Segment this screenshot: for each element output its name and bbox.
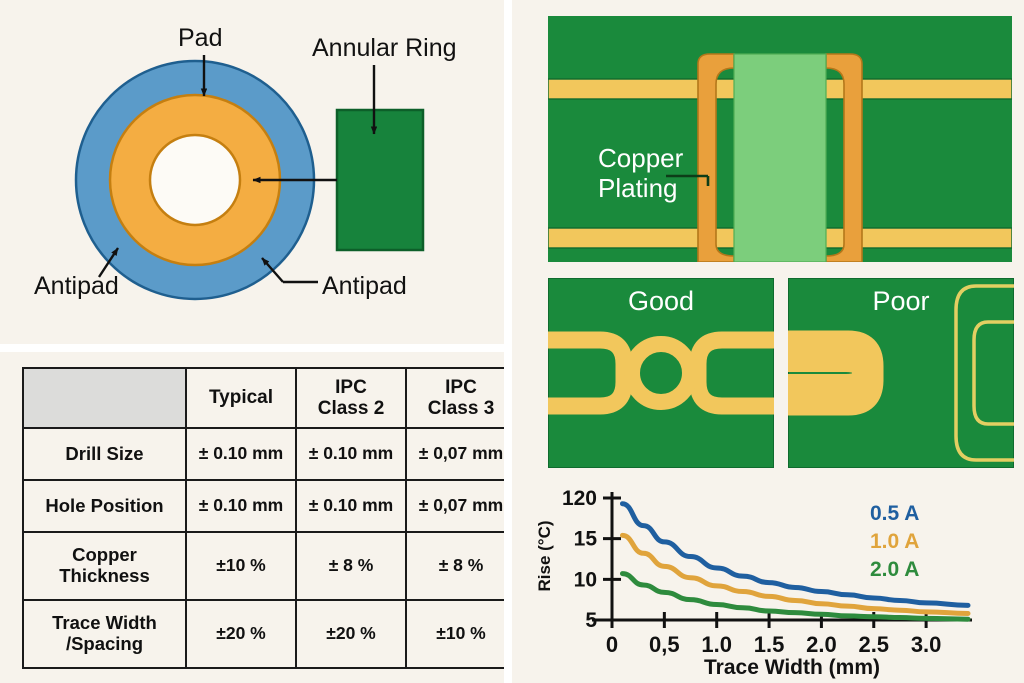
cell-drill-size-class3: ± 0,07 mm: [405, 427, 504, 481]
table-row: Hole Position ± 0.10 mm ± 0.10 mm ± 0,07…: [22, 479, 504, 533]
chart-x-tick-label: 0: [606, 632, 618, 657]
table-row: Trace Width /Spacing ±20 % ±20 % ±10 %: [22, 599, 504, 669]
row-label-trace-width-spacing-line1: Trace Width: [52, 612, 157, 634]
chart-x-ticks: 0 0,5 1.0 1.5 2.0 2.5 3.0: [606, 612, 942, 657]
chart-series-line-0: [619, 501, 971, 608]
good-example-panel: Good: [548, 278, 774, 468]
tolerance-table: Typical IPC Class 2 IPC Class 3 Drill Si…: [22, 367, 504, 669]
table-row: Drill Size ± 0.10 mm ± 0.10 mm ± 0,07 mm: [22, 427, 504, 481]
antipad-right-label: Antipad: [322, 272, 407, 300]
good-example-diagram: [548, 278, 774, 468]
chart-x-tick-label: 2.5: [858, 632, 889, 657]
row-label-copper-thickness: Copper Thickness: [22, 531, 187, 601]
row-label-trace-width-spacing-line2: /Spacing: [65, 633, 144, 654]
column-header-ipc-class-2-line1: IPC: [335, 376, 367, 398]
row-label-hole-position-line1: Hole Position: [45, 494, 164, 516]
cell-copper-thickness-class2: ± 8 %: [295, 531, 407, 601]
copper-plating-label-line2: Plating: [598, 172, 678, 203]
antipad-right-arrow: [261, 257, 284, 283]
column-header-ipc-class-3-line2: Class 3: [427, 398, 495, 419]
cross-section-diagram: [548, 16, 1012, 262]
pad-label: Pad: [178, 24, 223, 52]
teardrop-comparison: Good Poor: [548, 278, 1024, 474]
row-label-hole-position: Hole Position: [22, 479, 187, 533]
chart-series-line-2: [619, 571, 971, 622]
chart-y-tick-label: 120: [562, 487, 597, 510]
poor-substrate: [788, 278, 1014, 468]
copper-plating-left-wall: [697, 53, 735, 262]
column-header-ipc-class-3: IPC Class 3: [405, 367, 504, 429]
copper-plating-cross-section: Copper Plating: [548, 16, 1012, 262]
column-header-typical-line1: Typical: [208, 387, 274, 409]
column-header-ipc-class-3-line1: IPC: [445, 376, 477, 398]
table-row: Copper Thickness ±10 % ± 8 % ± 8 %: [22, 531, 504, 601]
cell-copper-thickness-typical: ±10 %: [185, 531, 297, 601]
cell-trace-width-class2: ±20 %: [295, 599, 407, 669]
chart-x-tick-label: 1.5: [754, 632, 785, 657]
via-anatomy-diagram: [74, 55, 425, 301]
tolerance-table-panel: Typical IPC Class 2 IPC Class 3 Drill Si…: [0, 352, 504, 683]
poor-trace-right-thin-outer: [954, 284, 1014, 462]
cell-drill-size-class2: ± 0.10 mm: [295, 427, 407, 481]
antipad-left-label: Antipad: [34, 272, 119, 300]
row-label-copper-thickness-line1: Copper: [72, 544, 137, 566]
table-header-row: Typical IPC Class 2 IPC Class 3: [22, 367, 504, 429]
table-corner-cell: [22, 367, 187, 429]
annular-ring-label: Annular Ring: [312, 34, 457, 62]
via-anatomy-panel: Pad Annular Ring Antipad Antipad: [0, 0, 504, 344]
chart-y-tick-label: 5: [585, 609, 597, 632]
chart-y-ticks: 5 10 15 120: [562, 487, 621, 632]
cell-trace-width-class3: ±10 %: [405, 599, 504, 669]
drilled-hole-interior: [733, 53, 827, 262]
cell-hole-position-typical: ± 0.10 mm: [185, 479, 297, 533]
poor-example-diagram: [788, 278, 1014, 468]
good-via-annular-ring: [624, 336, 698, 410]
cell-trace-width-typical: ±20 %: [185, 599, 297, 669]
poor-merged-pad: [788, 344, 881, 402]
copper-plating-label-line1: Copper: [598, 143, 684, 173]
chart-y-tick-label: 15: [574, 528, 598, 551]
poor-trace-right-thin-inner: [972, 320, 1014, 426]
cell-hole-position-class2: ± 0.10 mm: [295, 479, 407, 533]
chart-x-axis-label: Trace Width (mm): [704, 656, 880, 679]
temperature-rise-chart: 5 10 15 120 0 0,5 1.0 1.5 2.0 2.5 3.0 Trace Width…: [520, 480, 1024, 683]
chart-legend-item-2: 2.0 A: [870, 558, 920, 581]
good-substrate: [548, 278, 774, 468]
chart-legend-item-0: 0.5 A: [870, 502, 920, 525]
column-header-ipc-class-2-line2: Class 2: [317, 398, 385, 419]
row-label-trace-width-spacing: Trace Width /Spacing: [22, 599, 187, 669]
poor-example-title: Poor: [872, 286, 930, 316]
cell-hole-position-class3: ± 0,07 mm: [405, 479, 504, 533]
copper-plating-right-wall: [825, 53, 863, 262]
cell-copper-thickness-class3: ± 8 %: [405, 531, 504, 601]
drill-hole-circle: [148, 133, 242, 227]
antipad-left-arrow: [97, 247, 120, 278]
temperature-rise-chart-svg: 5 10 15 120 0 0,5 1.0 1.5 2.0 2.5 3.0 Trace Width…: [535, 487, 972, 679]
row-label-drill-size: Drill Size: [22, 427, 187, 481]
annular-ring-rect: [335, 108, 425, 252]
row-label-drill-size-line1: Drill Size: [65, 442, 144, 464]
chart-x-tick-label: 0,5: [649, 632, 680, 657]
chart-series-group: [619, 501, 971, 622]
column-header-ipc-class-2: IPC Class 2: [295, 367, 407, 429]
copper-plating-label: Copper Plating: [598, 143, 684, 203]
poor-example-panel: Poor: [788, 278, 1014, 468]
right-column-panel: Copper Plating Good: [512, 0, 1024, 683]
chart-legend-item-1: 1.0 A: [870, 530, 920, 553]
chart-x-tick-label: 2.0: [806, 632, 837, 657]
chart-x-tick-label: 3.0: [911, 632, 942, 657]
chart-y-axis-label: Rise (°C): [535, 520, 554, 591]
chart-series-line-1: [619, 532, 971, 616]
chart-y-tick-label: 10: [574, 568, 597, 591]
chart-x-tick-label: 1.0: [701, 632, 732, 657]
column-header-typical: Typical: [185, 367, 297, 429]
row-label-copper-thickness-line2: Thickness: [59, 565, 150, 586]
cell-drill-size-typical: ± 0.10 mm: [185, 427, 297, 481]
good-example-title: Good: [627, 286, 695, 316]
